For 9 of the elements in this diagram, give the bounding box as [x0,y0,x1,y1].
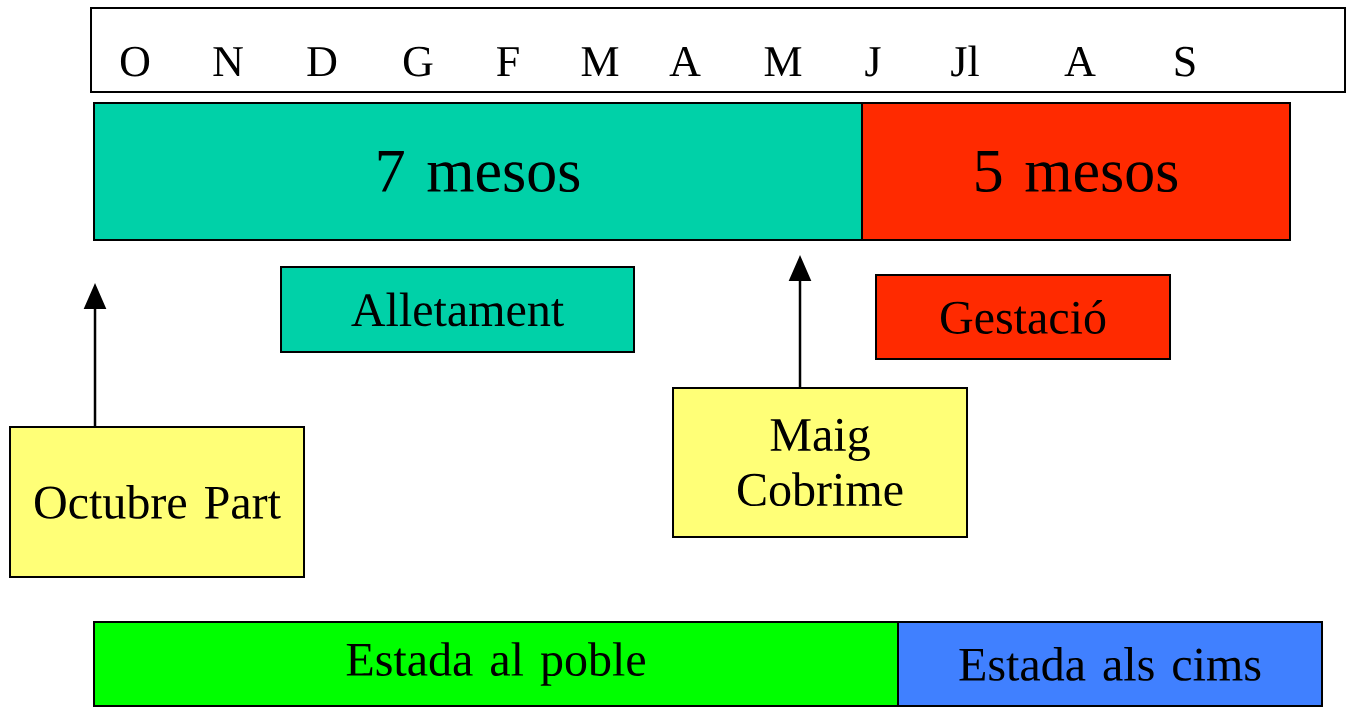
month-strip: O N D G F M A M J Jl A S [90,7,1346,93]
period-bar: 7 mesos [93,102,863,241]
period-bar: 5 mesos [861,102,1291,241]
event-box: Maig Cobrime [672,387,968,538]
event-box: Octubre Part [9,426,305,578]
stay-bar: Estada al poble [93,621,899,707]
stay-bar: Estada als cims [897,621,1323,707]
phase-box: Gestació [875,274,1171,360]
phase-box: Alletament [280,266,635,353]
